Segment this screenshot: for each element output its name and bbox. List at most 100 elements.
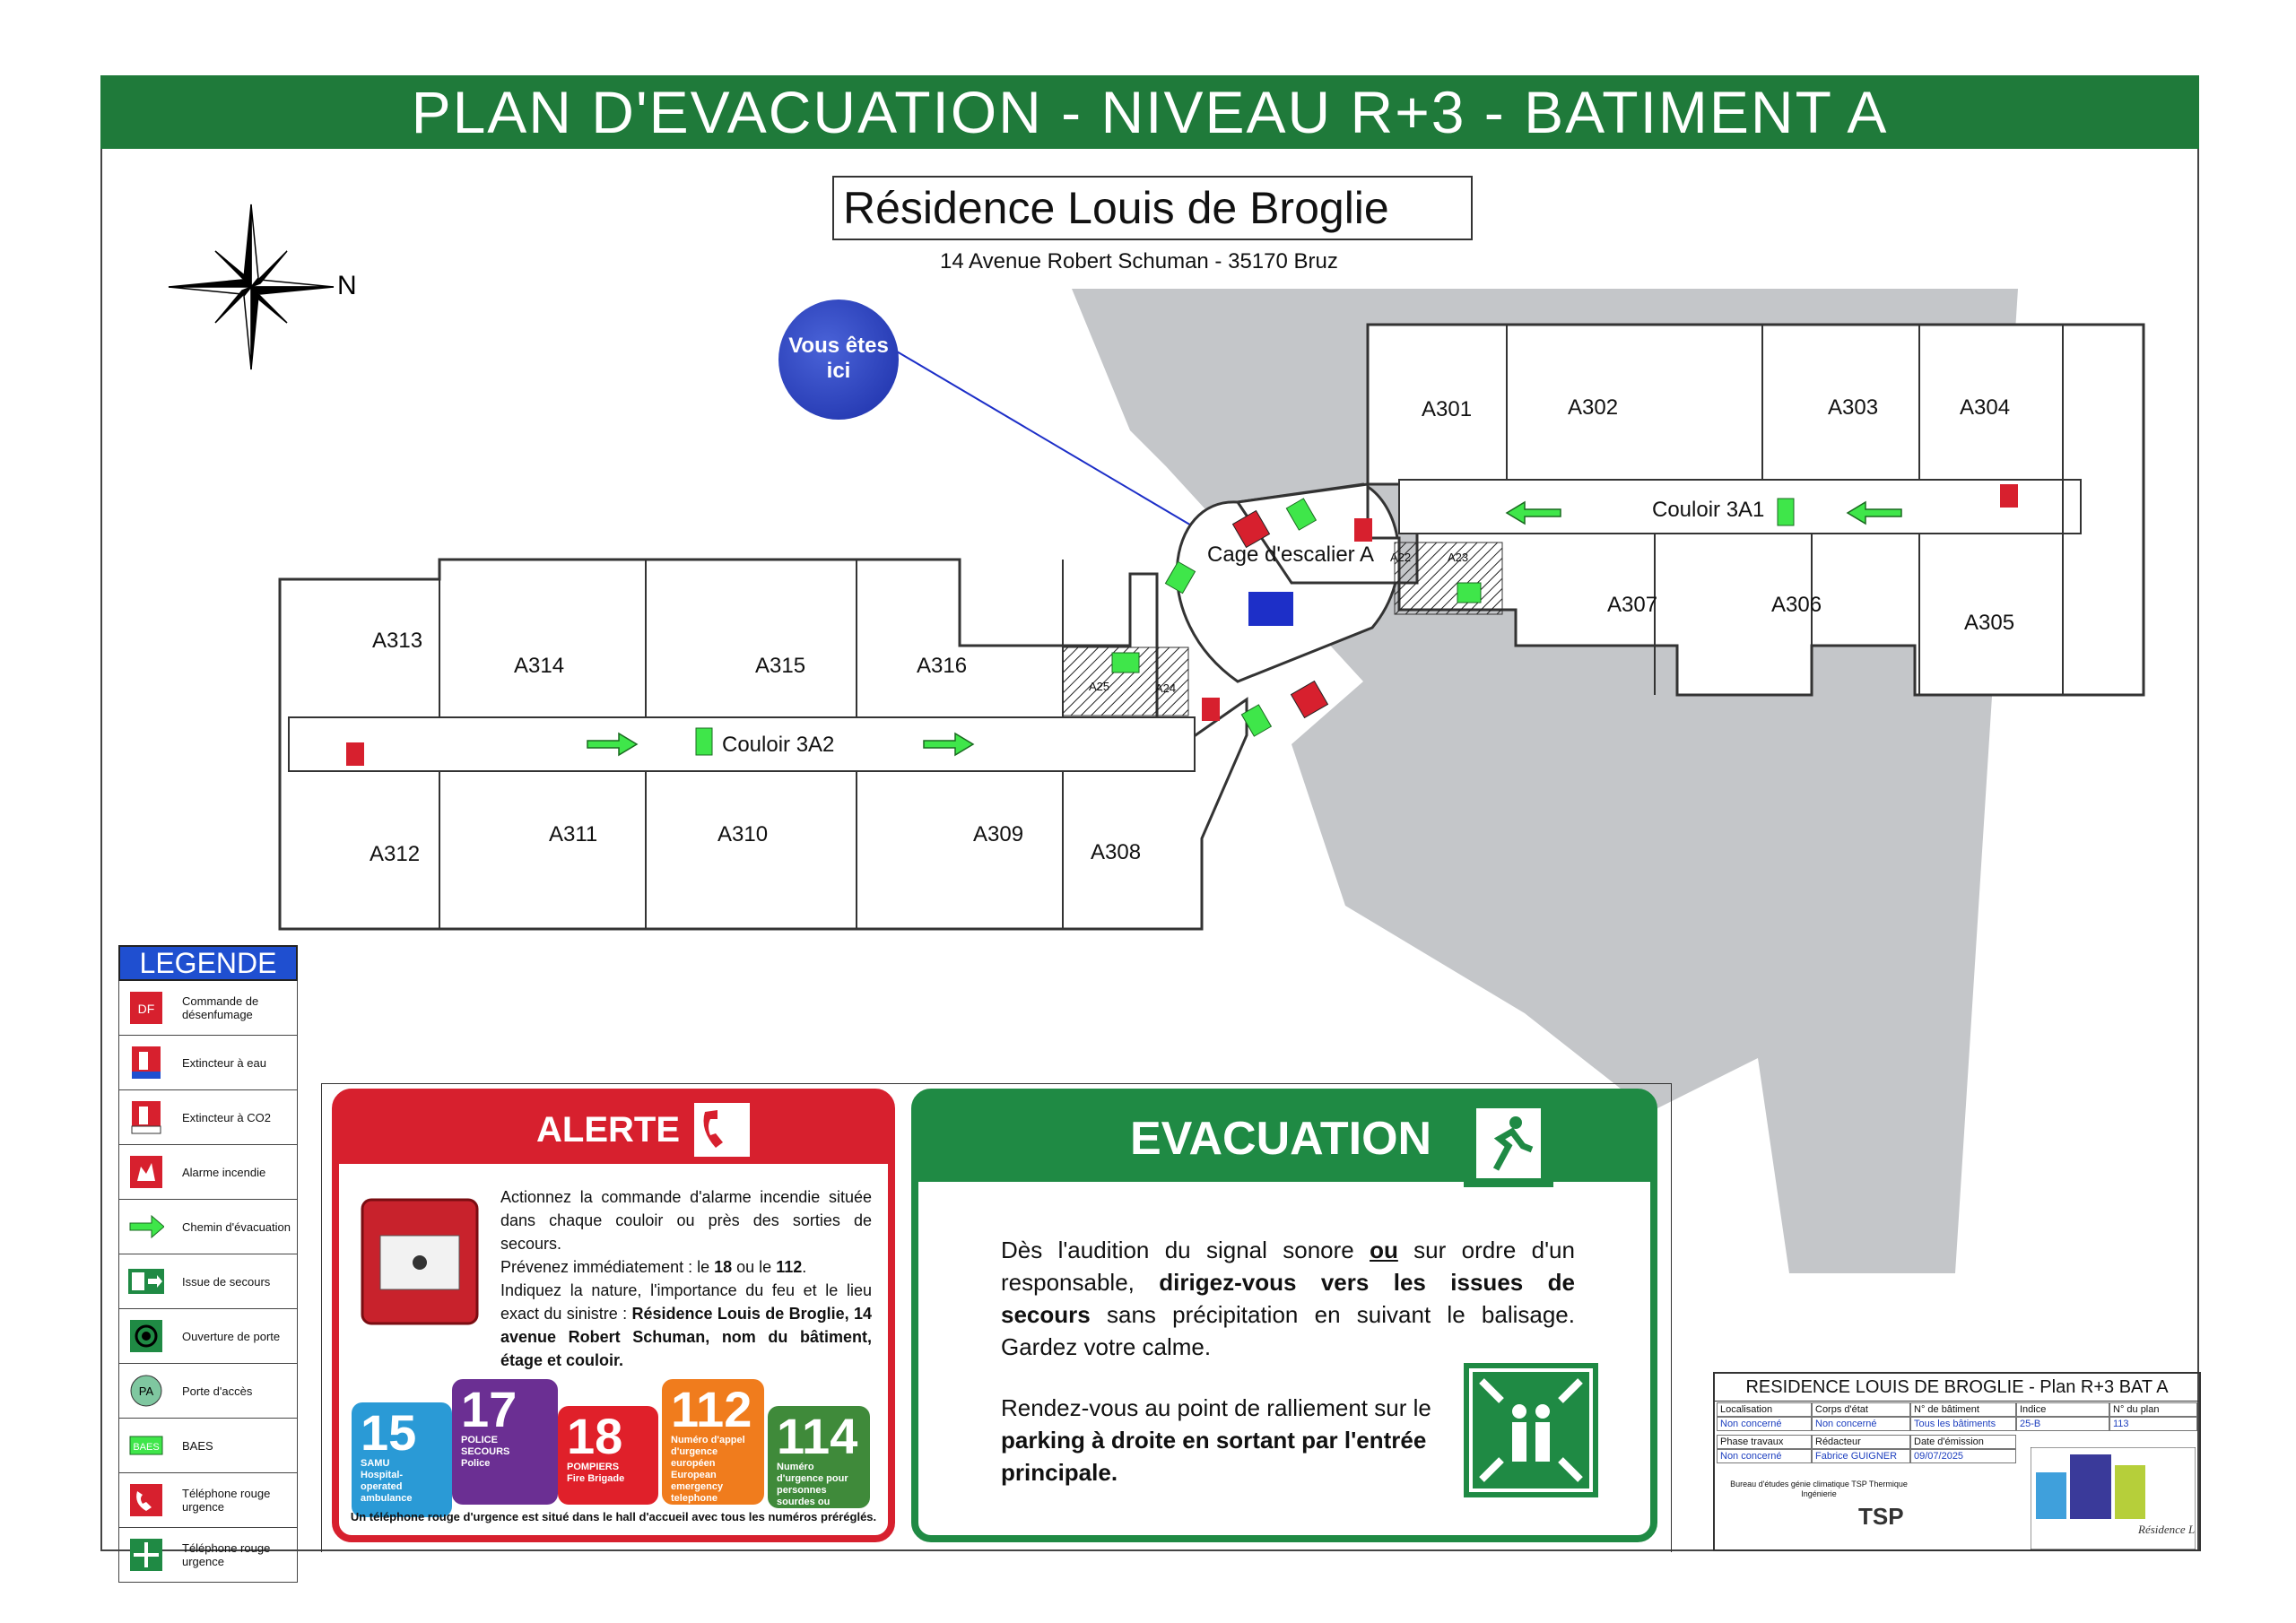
legend-item: Ouverture de porte bbox=[118, 1309, 298, 1364]
title-block-cell: Non concerné bbox=[1812, 1417, 1910, 1431]
stair-connector bbox=[1235, 482, 1401, 585]
assembly-point-instructions: Rendez-vous au point de ralliement sur l… bbox=[1001, 1394, 1431, 1486]
svg-text:PA: PA bbox=[139, 1384, 154, 1398]
red-phone-icon bbox=[130, 1484, 162, 1516]
title-block-cell: Fabrice GUIGNER bbox=[1812, 1449, 1910, 1463]
legend-label: Extincteur à eau bbox=[182, 1055, 266, 1070]
room-a306: A306 bbox=[1771, 593, 1822, 617]
room-a310: A310 bbox=[718, 822, 768, 846]
legend-label: BAES bbox=[182, 1438, 213, 1453]
alert-title: ALERTE bbox=[339, 1096, 888, 1164]
smoke-control-icon: DF bbox=[130, 992, 162, 1024]
room-a313: A313 bbox=[372, 629, 422, 653]
corridor-3a1 bbox=[1398, 479, 2082, 534]
access-door-icon: PA bbox=[130, 1375, 162, 1407]
room-a25: A25 bbox=[1089, 680, 1109, 693]
alert-text-1: Actionnez la commande d'alarme incendie … bbox=[500, 1188, 872, 1253]
title-block-cell: 09/07/2025 bbox=[1910, 1449, 2016, 1463]
stair-label: Cage d'escalier A bbox=[1207, 542, 1374, 567]
assembly-point-icon bbox=[1464, 1363, 1598, 1497]
room-a305: A305 bbox=[1964, 611, 2014, 635]
title-block-cell: N° de bâtiment bbox=[1910, 1402, 2016, 1417]
room-a301: A301 bbox=[1422, 397, 1472, 421]
you-are-here-marker: Vous êtes ici bbox=[778, 299, 899, 420]
room-a23: A23 bbox=[1448, 551, 1468, 564]
residence-logo: Résidence Louis de Broglie bbox=[2031, 1447, 2196, 1549]
info-panels bbox=[321, 1083, 1672, 1552]
title-block-cell: Localisation bbox=[1717, 1402, 1812, 1417]
page-title: PLAN D'EVACUATION - NIVEAU R+3 - BATIMEN… bbox=[100, 75, 2199, 149]
title-block-cell: Date d'émission bbox=[1910, 1435, 2016, 1449]
alert-footer: Un téléphone rouge d'urgence est situé d… bbox=[350, 1510, 877, 1523]
legend-item: Extincteur à eau bbox=[118, 1036, 298, 1090]
title-block-cell: Phase travaux bbox=[1717, 1435, 1812, 1449]
evacuation-arrow-icon bbox=[129, 1214, 164, 1239]
legend-label: Issue de secours bbox=[182, 1274, 271, 1289]
title-block-cell: Non concerné bbox=[1717, 1417, 1812, 1431]
legend-title: LEGENDE bbox=[118, 945, 298, 981]
room-a22: A22 bbox=[1390, 551, 1411, 564]
room-a314: A314 bbox=[514, 654, 564, 678]
legend-label: Alarme incendie bbox=[182, 1165, 266, 1179]
fire-alarm-icon bbox=[130, 1156, 162, 1188]
title-block-cell: N° du plan bbox=[2109, 1402, 2197, 1417]
legend-item: BAES BAES bbox=[118, 1419, 298, 1473]
room-a312: A312 bbox=[370, 842, 420, 866]
room-a308: A308 bbox=[1091, 840, 1141, 864]
stair-lift-marker bbox=[1248, 592, 1293, 626]
bureau-label: Bureau d'études génie climatique TSP The… bbox=[1730, 1480, 1908, 1498]
legend-item: DF Commande de désenfumage bbox=[118, 981, 298, 1036]
legend-label: Téléphone rouge urgence bbox=[182, 1541, 271, 1568]
svg-text:DF: DF bbox=[138, 1002, 155, 1016]
title-block-heading: RESIDENCE LOUIS DE BROGLIE - Plan R+3 BA… bbox=[1715, 1374, 2199, 1402]
title-block-cell: Rédacteur bbox=[1812, 1435, 1910, 1449]
legend-item: Extincteur à CO2 bbox=[118, 1090, 298, 1145]
tech-area-a22-a23 bbox=[1394, 542, 1503, 615]
svg-text:BAES: BAES bbox=[133, 1442, 159, 1453]
legend-label: Chemin d'évacuation bbox=[182, 1219, 291, 1234]
emergency-exit-running-man-icon bbox=[1464, 1099, 1553, 1187]
evacuation-panel: EVACUATION Dès l'audition du signal sono… bbox=[911, 1089, 1657, 1542]
emergency-exit-icon bbox=[128, 1269, 164, 1294]
room-a302: A302 bbox=[1568, 395, 1618, 420]
legend-item: Téléphone rouge urgence bbox=[118, 1528, 298, 1583]
legend-label: Ouverture de porte bbox=[182, 1329, 281, 1343]
evacuation-instructions: Dès l'audition du signal sonore ou sur o… bbox=[1001, 1237, 1575, 1360]
door-release-icon bbox=[130, 1320, 162, 1352]
legend-label: Porte d'accès bbox=[182, 1384, 253, 1398]
alert-panel: ALERTE Actionnez la commande d'alarme in… bbox=[332, 1089, 895, 1542]
alarm-call-point-icon bbox=[361, 1198, 479, 1325]
corridor-3a2-label: Couloir 3A2 bbox=[722, 733, 834, 757]
water-extinguisher-icon bbox=[132, 1046, 161, 1079]
legend-item: Téléphone rouge urgence bbox=[118, 1473, 298, 1528]
corridor-3a1-label: Couloir 3A1 bbox=[1652, 498, 1764, 522]
legend-item: Chemin d'évacuation bbox=[118, 1200, 298, 1254]
assembly-point-icon bbox=[130, 1539, 162, 1571]
title-block-cell: Indice bbox=[2016, 1402, 2109, 1417]
fire-alarm-phone-icon bbox=[694, 1103, 750, 1157]
legend-label: Téléphone rouge urgence bbox=[182, 1487, 271, 1514]
residence-address: 14 Avenue Robert Schuman - 35170 Bruz bbox=[940, 249, 1338, 273]
residence-logo-text: Résidence Louis de Broglie bbox=[2137, 1523, 2196, 1536]
tsp-logo: TSP bbox=[1858, 1503, 1904, 1530]
title-block-cell: 113 bbox=[2109, 1417, 2197, 1431]
room-a303: A303 bbox=[1828, 395, 1878, 420]
title-block-cell: Non concerné bbox=[1717, 1449, 1812, 1463]
corridor-3a2 bbox=[288, 716, 1196, 772]
residence-name: Résidence Louis de Broglie bbox=[832, 176, 1473, 240]
emergency-signs bbox=[346, 484, 2018, 766]
legend-label: Extincteur à CO2 bbox=[182, 1110, 271, 1124]
legend-item: PA Porte d'accès bbox=[118, 1364, 298, 1419]
title-block: RESIDENCE LOUIS DE BROGLIE - Plan R+3 BA… bbox=[1713, 1372, 2201, 1551]
room-a304: A304 bbox=[1960, 395, 2010, 420]
room-a316: A316 bbox=[917, 654, 967, 678]
room-a309: A309 bbox=[973, 822, 1023, 846]
evacuation-arrows bbox=[587, 500, 1902, 757]
